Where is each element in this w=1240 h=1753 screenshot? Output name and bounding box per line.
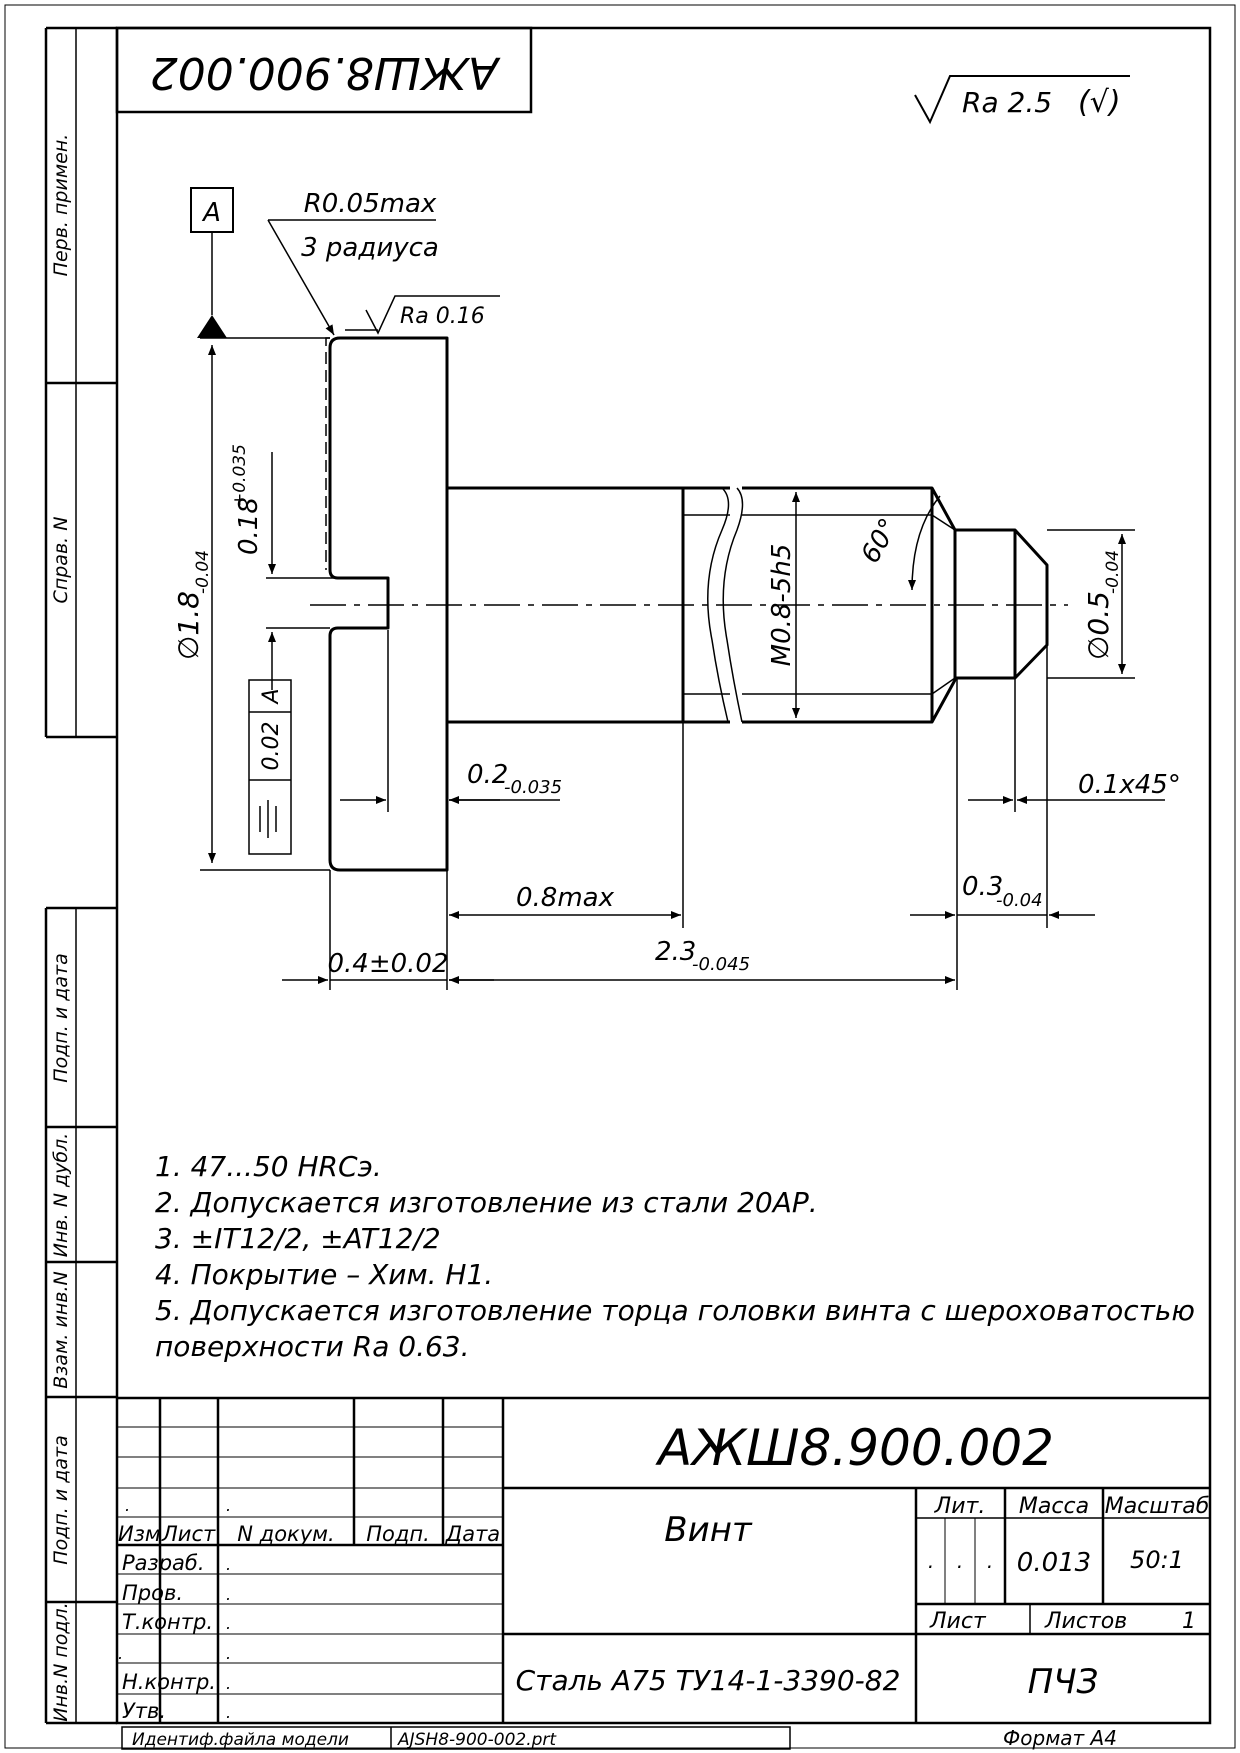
title-drawing-code: АЖШ8.900.002 — [655, 1419, 1054, 1477]
part-thin-lines — [310, 337, 1068, 723]
role-developer: Разраб. — [122, 1551, 205, 1575]
role-norm-control: Н.контр. — [122, 1670, 216, 1694]
role-approved: Утв. — [122, 1699, 166, 1723]
slot-depth-text: 0.18 — [234, 497, 264, 555]
side-label-inv-dup: Инв. N дубл. — [50, 1133, 72, 1257]
head-len-text: 0.4±0.02 — [327, 949, 448, 979]
model-file-name: AJSH8-900-002.prt — [397, 1730, 557, 1750]
scale-label: Масштаб — [1105, 1494, 1210, 1519]
lit-dot-1: . — [928, 1549, 934, 1573]
tip-len-text: 0.3 — [962, 872, 1003, 902]
title-organization: ПЧЗ — [1028, 1662, 1099, 1702]
roughness-general-suffix: (√) — [1078, 85, 1121, 120]
dot-r4: . — [226, 1614, 231, 1633]
mass-label: Масса — [1019, 1494, 1089, 1519]
dia-tip-text: ∅0.5 — [1082, 591, 1115, 660]
sheets-count: 1 — [1182, 1609, 1196, 1634]
dot-r6: . — [226, 1674, 231, 1693]
chamfer-text: 0.1x45° — [1078, 770, 1181, 800]
header-sign: Подп. — [366, 1522, 430, 1546]
side-label-ref-no: Справ. N — [50, 517, 72, 604]
dia-tip-tol: -0.04 — [1103, 550, 1123, 594]
role-checker: Пров. — [122, 1581, 183, 1605]
title-material: Сталь А75 ТУ14-1-3390-82 — [516, 1664, 901, 1697]
dot-r3: . — [226, 1585, 231, 1604]
side-label-interchange: Взам. инв.N — [50, 1271, 72, 1388]
format-label: Формат А4 — [1003, 1726, 1117, 1750]
note-1: 1. 47...50 HRCэ. — [155, 1150, 382, 1183]
roughness-check-icon — [914, 75, 1130, 125]
technical-notes: 1. 47...50 HRCэ. 2. Допускается изготовл… — [155, 1150, 1195, 1363]
dot-r1a: . — [125, 1496, 130, 1515]
header-date: Дата — [445, 1522, 500, 1546]
slot-width-tol: -0.035 — [504, 777, 562, 798]
dot-r7: . — [226, 1703, 231, 1722]
frame — [4, 4, 1236, 1750]
title-part-name: Винт — [664, 1510, 753, 1550]
lit-dot-3: . — [987, 1549, 993, 1573]
slot-depth-tol: +0.035 — [230, 444, 250, 507]
dot-r5b: . — [226, 1644, 231, 1663]
len-max-text: 0.8max — [516, 883, 615, 913]
annotation-texts: A R0.05max 3 радиуса Ra 0.16 ∅1.8 -0.04 … — [172, 189, 1181, 979]
rotated-drawing-code: АЖШ8.900.002 — [150, 47, 501, 98]
note-5-cont: поверхности Ra 0.63. — [155, 1330, 470, 1363]
slot-width-text: 0.2 — [467, 760, 508, 790]
total-len-text: 2.3 — [655, 937, 696, 967]
roughness-local-text: Ra 0.16 — [400, 304, 485, 329]
dimension-lines — [190, 187, 1165, 990]
dot-r1b: . — [226, 1496, 231, 1515]
dia-head-text: ∅1.8 — [172, 591, 205, 660]
note-3: 3. ±IT12/2, ±AT12/2 — [155, 1222, 441, 1255]
note-5: 5. Допускается изготовление торца головк… — [155, 1294, 1195, 1327]
thread-text: M0.8-5h5 — [767, 544, 797, 667]
datum-triangle — [197, 315, 227, 338]
side-label-inv-orig: Инв.N подл. — [50, 1602, 72, 1722]
model-file-label: Идентиф.файла модели — [132, 1730, 349, 1750]
tip-len-tol: -0.04 — [996, 890, 1043, 911]
tolerance-value: 0.02 — [259, 722, 284, 771]
lit-label: Лит. — [934, 1494, 986, 1519]
note-4: 4. Покрытие – Хим. Н1. — [155, 1258, 493, 1291]
role-tech-control: Т.контр. — [122, 1610, 213, 1634]
scale-value: 50:1 — [1130, 1546, 1184, 1574]
side-labels: Перв. примен. Справ. N Подп. и дата Инв.… — [50, 134, 72, 1722]
radius-top-text: R0.05max — [304, 189, 437, 219]
tolerance-datum: A — [259, 688, 284, 705]
dot-r5a: . — [118, 1644, 123, 1663]
note-2: 2. Допускается изготовление из стали 20А… — [155, 1186, 818, 1219]
dia-head-tol: -0.04 — [193, 550, 213, 594]
title-block-lines — [117, 1396, 1210, 1723]
sheet-label: Лист — [929, 1609, 987, 1634]
total-len-tol: -0.045 — [692, 954, 750, 975]
title-block-texts: АЖШ8.900.002 Винт Сталь А75 ТУ14-1-3390-… — [118, 1419, 1209, 1750]
datum-label: A — [201, 198, 221, 228]
radius-bottom-text: 3 радиуса — [301, 233, 439, 263]
part-outline — [328, 336, 1049, 872]
side-label-sign-date-1: Подп. и дата — [50, 953, 72, 1082]
header-doc-no: N докум. — [237, 1522, 334, 1546]
angle-text: 60° — [856, 514, 905, 569]
side-label-first-use: Перв. примен. — [50, 134, 72, 277]
lit-dot-2: . — [957, 1549, 963, 1573]
mass-value: 0.013 — [1017, 1548, 1091, 1578]
header-sheet: Лист — [161, 1522, 216, 1546]
roughness-general-value: Ra 2.5 — [962, 86, 1052, 119]
header-change: Изм — [118, 1522, 161, 1546]
roughness-general: Ra 2.5 (√) — [914, 75, 1130, 125]
side-label-sign-date-2: Подп. и дата — [50, 1435, 72, 1564]
sheets-label: Листов — [1044, 1609, 1127, 1634]
dot-r2: . — [226, 1555, 231, 1574]
